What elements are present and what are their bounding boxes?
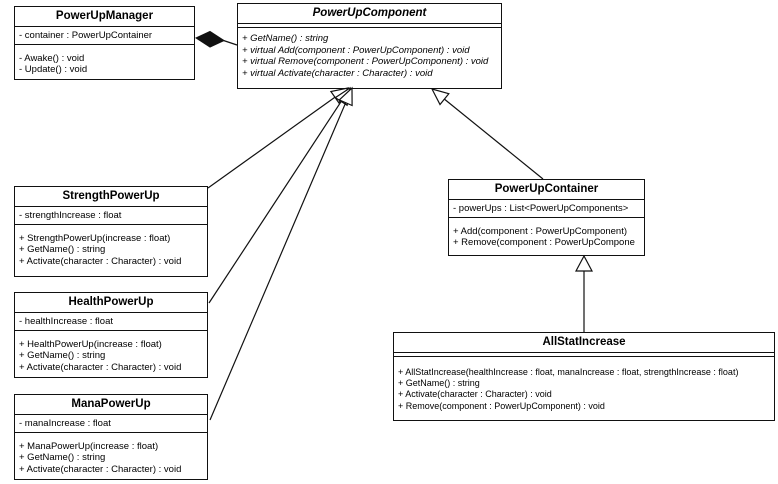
method-line: + StrengthPowerUp(increase : float) <box>19 232 171 244</box>
method-line: + virtual Activate(character : Character… <box>242 67 433 79</box>
method-line: + HealthPowerUp(increase : float) <box>19 338 162 350</box>
generalization-arrowhead-health-icon <box>334 86 351 107</box>
method-line: + GetName() : string <box>19 350 106 362</box>
method-line: + GetName() : string <box>19 452 106 464</box>
class-title-healthpowerup: HealthPowerUp <box>15 293 207 313</box>
class-title-strengthpowerup: StrengthPowerUp <box>15 187 207 207</box>
class-box-powerupmanager: PowerUpManager - container : PowerUpCont… <box>14 6 195 80</box>
generalization-arrowhead-mana-icon <box>338 86 353 107</box>
method-line: + Add(component : PowerUpComponent) <box>453 225 628 237</box>
methods-compartment: + HealthPowerUp(increase : float) + GetN… <box>15 331 207 377</box>
method-line: + AllStatIncrease(healthIncrease : float… <box>398 367 739 377</box>
attributes-compartment-empty <box>238 24 501 28</box>
method-line: + ManaPowerUp(increase : float) <box>19 440 159 452</box>
method-line: + GetName() : string <box>242 33 329 44</box>
class-box-powerupcontainer: PowerUpContainer - powerUps : List<Power… <box>448 179 645 256</box>
class-box-powerupcomponent: PowerUpComponent + GetName() : string + … <box>237 3 502 89</box>
composition-diamond-icon <box>194 30 226 48</box>
generalization-arrowhead-strength-icon <box>329 87 350 104</box>
method-line: + GetName() : string <box>398 378 480 389</box>
method-line: + Activate(character : Character) : void <box>19 361 182 373</box>
methods-compartment: + StrengthPowerUp(increase : float) + Ge… <box>15 225 207 276</box>
method-line: + virtual Remove(component : PowerUpComp… <box>242 56 489 68</box>
attribute-line: - manaIncrease : float <box>19 418 111 429</box>
method-line: - Update() : void <box>19 64 88 76</box>
methods-compartment: + ManaPowerUp(increase : float) + GetNam… <box>15 433 207 479</box>
attributes-compartment: - strengthIncrease : float <box>15 207 207 225</box>
class-title-powerupcomponent: PowerUpComponent <box>238 4 501 24</box>
methods-compartment: + AllStatIncrease(healthIncrease : float… <box>394 357 774 420</box>
class-box-allstatincrease: AllStatIncrease + AllStatIncrease(health… <box>393 332 775 421</box>
class-box-strengthpowerup: StrengthPowerUp - strengthIncrease : flo… <box>14 186 208 277</box>
attributes-compartment: - healthIncrease : float <box>15 313 207 331</box>
method-line: + Remove(component : PowerUpCompone <box>453 237 635 249</box>
methods-compartment: - Awake() : void - Update() : void <box>15 45 194 79</box>
attribute-line: - container : PowerUpContainer <box>19 30 153 41</box>
attribute-line: - healthIncrease : float <box>19 316 113 327</box>
generalization-edge-health <box>208 101 342 304</box>
attributes-compartment: - powerUps : List<PowerUpComponents> <box>449 200 644 218</box>
method-line: - Awake() : void <box>19 52 85 64</box>
class-title-powerupcontainer: PowerUpContainer <box>449 180 644 200</box>
attributes-compartment-empty <box>394 353 774 357</box>
class-title-allstatincrease: AllStatIncrease <box>394 333 774 353</box>
generalization-edge-mana <box>209 102 347 421</box>
method-line: + Activate(character : Character) : void <box>398 389 552 400</box>
class-box-manapowerup: ManaPowerUp - manaIncrease : float + Man… <box>14 394 208 480</box>
method-line: + Activate(character : Character) : void <box>19 463 182 475</box>
generalization-edge-strength <box>207 96 336 189</box>
method-line: + virtual Add(component : PowerUpCompone… <box>242 44 470 56</box>
methods-compartment: + GetName() : string + virtual Add(compo… <box>238 28 501 88</box>
generalization-arrowhead-container-icon <box>430 88 450 106</box>
class-title-manapowerup: ManaPowerUp <box>15 395 207 415</box>
composition-edge-manager-component <box>221 39 238 46</box>
class-box-healthpowerup: HealthPowerUp - healthIncrease : float +… <box>14 292 208 378</box>
attribute-line: - strengthIncrease : float <box>19 210 122 221</box>
attributes-compartment: - container : PowerUpContainer <box>15 27 194 45</box>
generalization-edge-container <box>444 98 544 180</box>
class-title-powerupmanager: PowerUpManager <box>15 7 194 27</box>
attributes-compartment: - manaIncrease : float <box>15 415 207 433</box>
generalization-arrowhead-allstat-icon <box>575 254 593 272</box>
methods-compartment: + Add(component : PowerUpComponent) + Re… <box>449 218 644 255</box>
method-line: + GetName() : string <box>19 244 106 256</box>
method-line: + Remove(component : PowerUpComponent) :… <box>398 400 605 411</box>
method-line: + Activate(character : Character) : void <box>19 255 182 267</box>
attribute-line: - powerUps : List<PowerUpComponents> <box>453 203 629 214</box>
